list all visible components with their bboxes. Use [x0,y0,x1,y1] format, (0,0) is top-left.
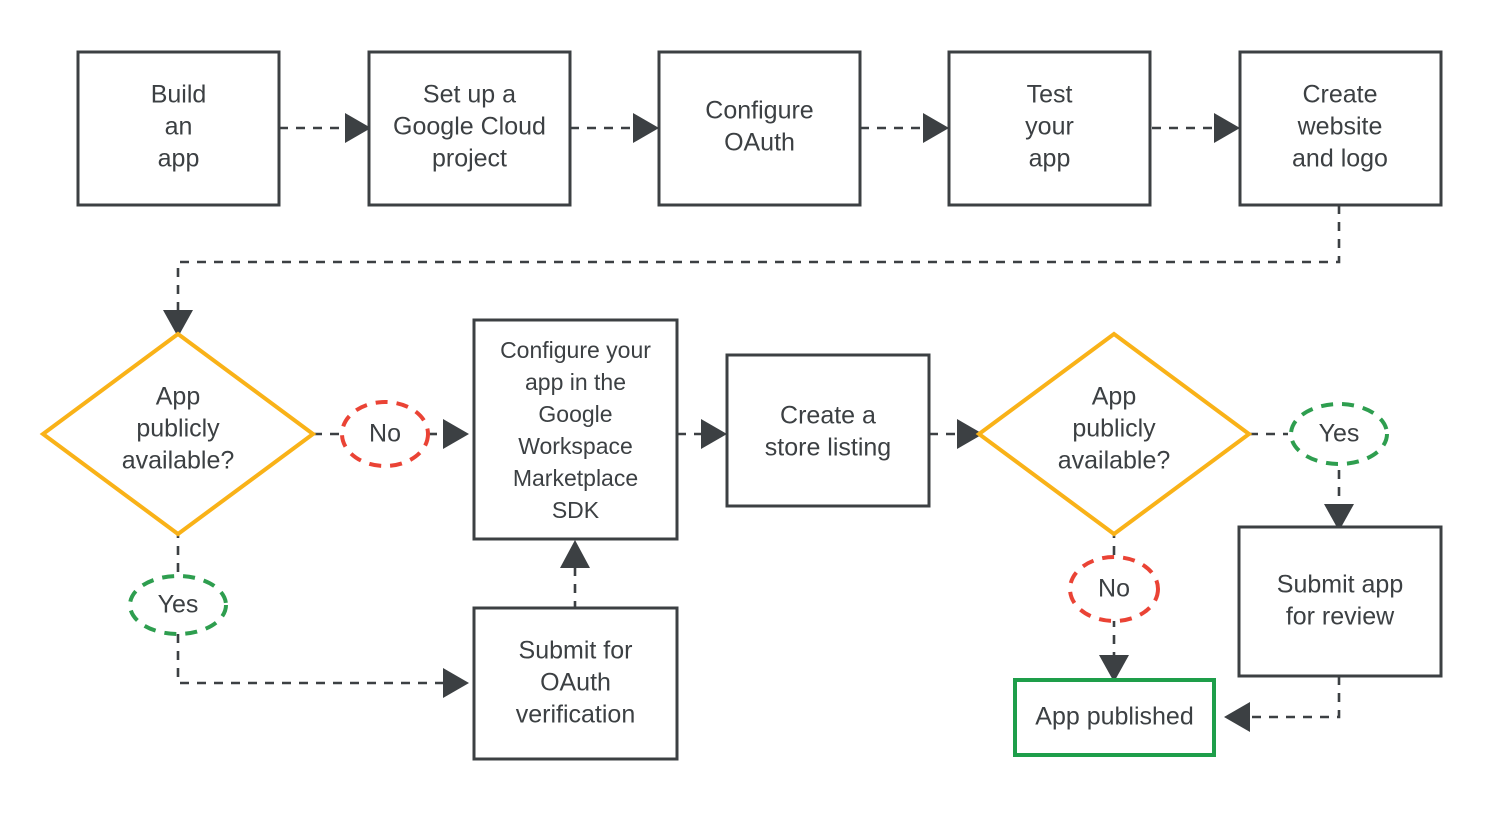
node-shape-rectangle [657,50,862,207]
node-test-your-app[interactable]: Test your app [947,50,1152,207]
node-configure-app-marketplace-sdk[interactable]: Configure your app in the Google Workspa… [472,318,679,541]
node-label-line: Marketplace [513,465,638,491]
node-shape-diamond [39,331,317,537]
edge-test-to-website [1152,113,1240,143]
arrow-head-icon [560,540,590,568]
node-shape-rectangle [472,318,679,541]
edge-label-no-left: No [340,400,430,468]
edge-oauth-verification-to-configure-sdk [560,540,590,610]
edge-label-text: Yes [1319,420,1360,448]
node-label-line: website [1297,113,1383,141]
arrow-head-icon [1214,113,1240,143]
node-label-line: Build [151,81,207,109]
label-shape-ellipse [1289,402,1389,466]
node-submit-oauth-verification[interactable]: Submit for OAuth verification [472,606,679,761]
node-shape-rectangle [1013,678,1216,757]
label-shape-ellipse [340,400,430,468]
node-label-line: and logo [1292,145,1388,173]
node-shape-rectangle [1238,50,1443,207]
node-label-line: Google [538,401,612,427]
node-label-line: Set up a [423,81,516,109]
edge-label-text: Yes [158,591,199,619]
node-label-line: OAuth [540,669,611,697]
node-label-line: app [1029,145,1071,173]
edge-website-to-decision-left [163,205,1341,337]
node-label-line: OAuth [724,129,795,157]
node-decision-app-publicly-available-left[interactable]: App publicly available? [39,331,317,537]
node-shape-diamond [975,331,1253,537]
node-label-line: Create a [780,402,876,430]
arrow-head-icon [1324,504,1354,531]
node-label-line: available? [1058,447,1171,475]
node-submit-app-for-review[interactable]: Submit app for review [1237,525,1443,678]
edge-store-listing-to-decision-right [929,419,983,449]
arrow-head-icon [923,113,949,143]
node-label-line: SDK [552,497,600,523]
node-label-line: app [158,145,200,173]
node-build-an-app[interactable]: Build an app [76,50,281,207]
arrow-head-icon [1224,702,1250,732]
arrow-head-icon [701,419,727,449]
node-shape-rectangle [947,50,1152,207]
node-configure-oauth[interactable]: Configure OAuth [657,50,862,207]
node-label-line: Google Cloud [393,113,546,141]
label-shape-ellipse [1068,555,1160,623]
edge-gcp-to-oauth [570,113,659,143]
node-create-store-listing[interactable]: Create a store listing [725,353,931,508]
node-shape-rectangle [1237,525,1443,678]
edge-build-to-gcp [279,113,371,143]
arrow-head-icon [163,310,193,337]
node-shape-rectangle [76,50,281,207]
node-label-line: Submit app [1277,571,1403,599]
label-shape-ellipse [128,574,228,636]
node-shape-rectangle [367,50,572,207]
edge-label-text: No [1098,575,1130,603]
edge-configure-sdk-to-store-listing [677,419,727,449]
edge-oauth-to-test [860,113,949,143]
node-label-line: Test [1027,81,1073,109]
node-shape-rectangle [725,353,931,508]
node-label-line: Workspace [518,433,633,459]
node-label-line: Submit for [519,637,633,665]
arrow-head-icon [1099,655,1129,682]
arrow-head-icon [443,419,469,449]
node-label-line: Configure your [500,337,651,363]
node-label-line: store listing [765,434,891,462]
node-label-line: App published [1035,703,1193,731]
node-label-line: app in the [525,369,626,395]
edge-label-text: No [369,420,401,448]
node-label-line: Configure [705,97,813,125]
edge-decision-left-no [313,419,469,449]
node-label-line: App [156,383,200,411]
node-decision-app-publicly-available-right[interactable]: App publicly available? [975,331,1253,537]
node-create-website-and-logo[interactable]: Create website and logo [1238,50,1443,207]
edge-decision-left-yes [176,529,469,698]
node-set-up-google-cloud-project[interactable]: Set up a Google Cloud project [367,50,572,207]
edge-submit-review-to-app-published [1224,676,1341,732]
node-label-line: an [165,113,193,141]
node-label-line: available? [122,447,235,475]
arrow-head-icon [957,419,983,449]
edge-label-no-right: No [1068,555,1160,623]
arrow-head-icon [443,668,469,698]
node-label-line: your [1025,113,1074,141]
node-label-line: publicly [1072,415,1156,443]
node-label-line: project [432,145,507,173]
node-label-line: verification [516,701,636,729]
arrow-head-icon [345,113,371,143]
node-shape-rectangle [472,606,679,761]
edge-label-yes-left: Yes [128,574,228,636]
node-label-line: App [1092,383,1136,411]
node-label-line: for review [1286,603,1395,631]
node-label-line: Create [1302,81,1377,109]
node-label-line: publicly [136,415,220,443]
arrow-head-icon [633,113,659,143]
node-app-published[interactable]: App published [1013,678,1216,757]
edge-label-yes-right: Yes [1289,402,1389,466]
edge-decision-right-yes [1249,432,1354,531]
